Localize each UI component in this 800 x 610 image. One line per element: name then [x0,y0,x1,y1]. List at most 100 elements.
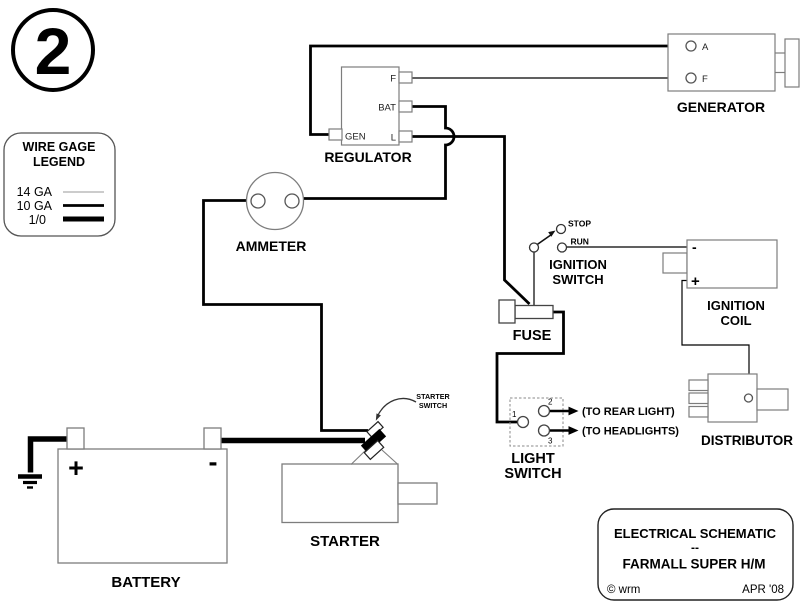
generator-terminal-f [685,72,697,84]
wire-battery-to-ground [27,436,68,473]
regulator-terminal-gen-label: GEN [345,132,366,143]
battery-label: BATTERY [111,574,180,591]
regulator-label: REGULATOR [324,149,411,165]
distributor-tab-1 [688,379,709,392]
distributor-terminal [743,393,754,403]
ignition-coil-plus-label: + [691,273,700,290]
ignition-switch-lever [536,233,552,246]
ignition-switch: STOP RUN IGNITION SWITCH [528,219,607,287]
light-switch-label-line1: LIGHT [511,451,555,467]
distributor-tab-3 [688,405,709,418]
ignition-switch-run-terminal [556,242,568,253]
regulator-terminal-l-label: L [391,133,396,144]
starter-switch-pointer-arrowhead [375,413,381,421]
light-switch-terminal-1 [516,415,530,429]
legend-item-1-0: 1/0 [29,213,46,227]
regulator: F BAT L GEN REGULATOR [324,66,413,165]
legend-item-10ga: 10 GA [17,199,53,213]
starter-switch-pointer-arrow [376,397,417,418]
generator-terminal-f-label: F [702,74,708,85]
generator-terminal-a [685,40,697,52]
starter-body [281,463,399,524]
legend-item-14ga: 14 GA [17,185,53,199]
ignition-coil-bracket [662,252,688,274]
fuse-body [514,304,554,320]
starter-switch-contact-band [360,428,387,454]
light-switch-terminal-1-label: 1 [512,410,517,419]
starter: STARTER [281,463,438,550]
light-switch-label-line2: SWITCH [504,466,561,482]
ignition-switch-lever-arrowhead [548,230,556,237]
title-block-line2: FARMALL SUPER H/M [622,557,765,572]
legend-title-line1: WIRE GAGE [23,140,96,154]
distributor-side-block [756,388,789,411]
light-switch-terminal-3 [537,424,551,437]
regulator-terminal-f-label: F [390,74,396,85]
title-block-line1: ELECTRICAL SCHEMATIC [614,526,777,541]
title-block-credit: © wrm [607,584,640,596]
light-switch-terminal-3-label: 3 [548,437,553,446]
ammeter: AMMETER [236,171,307,254]
wire-coil-to-distributor [681,279,750,394]
regulator-terminal-l [398,130,413,143]
generator: A F GENERATOR [667,33,800,115]
ignition-coil: - + IGNITION COIL [662,239,778,328]
title-block-separator: -- [691,541,699,555]
ammeter-terminal-right [284,193,300,209]
starter-label: STARTER [310,533,380,550]
regulator-terminal-gen [328,128,343,141]
legend-box [3,132,116,237]
ground-symbol [18,474,42,489]
battery-plus-label: + [68,453,84,483]
figure-number-circle [11,8,95,92]
light-switch-arrowhead-head [568,426,579,435]
light-switch-terminal-2-label: 2 [548,398,553,407]
wire-generator-a-to-regulator-gen [309,44,686,136]
light-switch-terminal-2 [537,404,551,418]
ammeter-body [245,171,305,231]
wire-gage-legend: WIRE GAGE LEGEND 14 GA 10 GA 1/0 [3,132,116,237]
title-block-date: APR '08 [742,584,784,596]
regulator-terminal-f [398,71,413,84]
title-block-box [597,508,794,601]
starter-switch-label-line1: STARTER [416,392,450,401]
generator-label: GENERATOR [677,99,765,115]
battery-body [57,448,228,564]
figure-number-badge: 2 [11,8,95,92]
generator-body [667,33,776,92]
ignition-switch-stop-terminal [555,223,567,235]
ignition-switch-run-label: RUN [571,237,589,247]
regulator-body [340,66,400,146]
ignition-coil-label-line2: COIL [720,313,751,328]
wire-ammeter-to-starter-switch [202,199,368,432]
ammeter-label: AMMETER [236,238,307,254]
starter-switch-label-line2: SWITCH [419,401,447,410]
wire-fuse-to-light-switch [495,310,565,424]
ignition-coil-minus-label: - [692,239,697,255]
regulator-terminal-bat-label: BAT [378,103,396,114]
generator-terminal-a-label: A [702,42,709,53]
generator-shaft [784,38,800,88]
starter-switch-plunger-bottom [363,439,385,461]
fuse-label: FUSE [513,328,552,344]
distributor-tab-2 [688,392,709,405]
ignition-coil-label-line1: IGNITION [707,298,765,313]
battery: + - BATTERY [57,427,228,591]
title-block: ELECTRICAL SCHEMATIC -- FARMALL SUPER H/… [597,508,794,601]
fuse-cap [498,299,516,324]
starter-switch: STARTER SWITCH [350,392,451,465]
starter-drive [397,482,438,505]
wire-regulator-l-to-fuse [412,135,531,306]
distributor: DISTRIBUTOR [688,373,793,448]
wires [27,44,750,473]
light-switch-arrowhead-rear [568,406,579,416]
battery-minus-label: - [209,447,218,477]
ignition-switch-stop-label: STOP [568,219,591,229]
figure-number: 2 [35,14,72,88]
ignition-switch-label-line2: SWITCH [552,272,603,287]
light-switch-body [509,397,564,447]
fuse: FUSE [498,299,554,344]
light-switch-output-head-label: (TO HEADLIGHTS) [582,426,679,438]
